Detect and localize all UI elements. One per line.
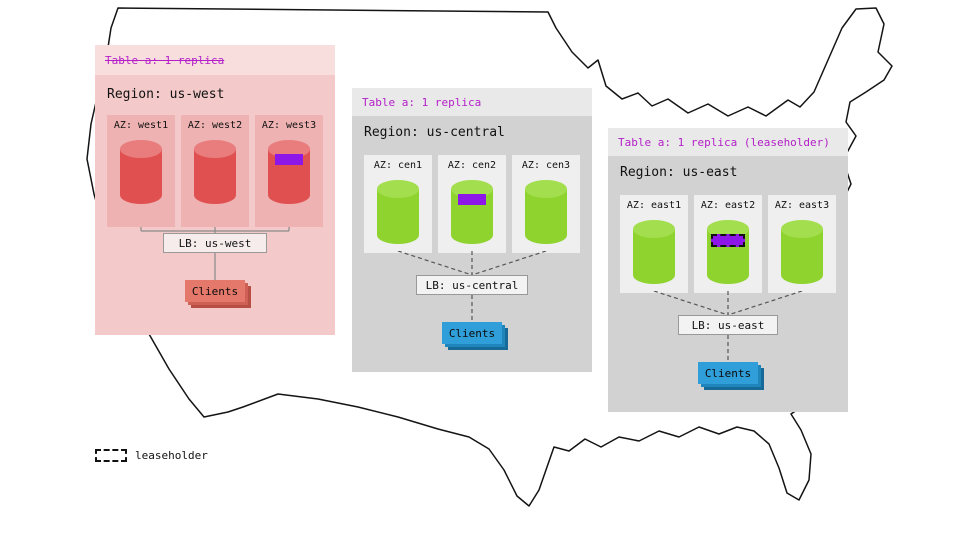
az-box-west2: AZ: west2: [181, 115, 249, 227]
az-label-east2: AZ: east2: [700, 200, 756, 211]
database-cylinder-icon: [781, 220, 823, 284]
az-box-west3: AZ: west3: [255, 115, 323, 227]
az-row-us-east: AZ: east1 AZ: east2: [620, 195, 836, 293]
replica-node-cen1: [375, 178, 421, 248]
legend: leaseholder: [95, 449, 208, 462]
database-cylinder-icon: [633, 220, 675, 284]
database-cylinder-icon: [120, 140, 162, 204]
replica-node-west1: [118, 138, 164, 208]
replica-node-east2: [705, 218, 751, 288]
clients-label: Clients: [191, 284, 239, 298]
region-label-us-east: Region: us-east: [620, 165, 738, 180]
region-panel-us-west: Table a: 1 replica Region: us-west AZ: w…: [95, 45, 335, 335]
table-header-us-west: Table a: 1 replica: [95, 45, 335, 75]
replica-node-cen2: [449, 178, 495, 248]
az-row-us-central: AZ: cen1 AZ: cen2: [364, 155, 580, 253]
region-body-us-west: Region: us-west AZ: west1 AZ: west2: [95, 75, 335, 335]
table-header-us-central: Table a: 1 replica: [352, 88, 592, 116]
replica-range-marker: [458, 194, 486, 205]
load-balancer-us-west: LB: us-west: [163, 233, 267, 253]
clients-label: Clients: [448, 326, 496, 340]
replica-node-cen3: [523, 178, 569, 248]
database-cylinder-icon: [451, 180, 493, 244]
connector-lines-us-west: [140, 227, 290, 280]
region-panel-us-central: Table a: 1 replica Region: us-central AZ…: [352, 88, 592, 372]
replica-node-east3: [779, 218, 825, 288]
database-cylinder-icon: [525, 180, 567, 244]
az-box-cen3: AZ: cen3: [512, 155, 580, 253]
leaseholder-swatch-icon: [95, 449, 127, 462]
az-label-west2: AZ: west2: [187, 120, 243, 131]
replica-node-west2: [192, 138, 238, 208]
az-box-east3: AZ: east3: [768, 195, 836, 293]
az-box-east2: AZ: east2: [694, 195, 762, 293]
region-label-us-west: Region: us-west: [107, 87, 225, 102]
table-label-us-east: Table a: 1 replica (leaseholder): [618, 135, 830, 149]
replica-range-marker: [275, 154, 303, 165]
region-body-us-central: Region: us-central AZ: cen1 AZ: cen2: [352, 116, 592, 372]
region-body-us-east: Region: us-east AZ: east1 AZ: east2: [608, 156, 848, 412]
legend-label: leaseholder: [135, 449, 208, 462]
az-box-cen2: AZ: cen2: [438, 155, 506, 253]
az-label-cen2: AZ: cen2: [447, 160, 497, 171]
az-box-west1: AZ: west1: [107, 115, 175, 227]
region-panel-us-east: Table a: 1 replica (leaseholder) Region:…: [608, 128, 848, 412]
connector-lines-us-central: [397, 251, 547, 322]
table-label-us-central: Table a: 1 replica: [362, 95, 482, 109]
load-balancer-us-central: LB: us-central: [416, 275, 528, 295]
table-label-us-west: Table a: 1 replica: [105, 53, 225, 67]
az-box-east1: AZ: east1: [620, 195, 688, 293]
database-cylinder-icon: [194, 140, 236, 204]
database-cylinder-icon: [377, 180, 419, 244]
clients-label: Clients: [704, 366, 752, 380]
az-box-cen1: AZ: cen1: [364, 155, 432, 253]
az-label-west1: AZ: west1: [113, 120, 169, 131]
replica-node-east1: [631, 218, 677, 288]
az-label-cen1: AZ: cen1: [373, 160, 423, 171]
database-cylinder-icon: [707, 220, 749, 284]
clients-box-us-east: Clients: [698, 362, 758, 384]
table-header-us-east: Table a: 1 replica (leaseholder): [608, 128, 848, 156]
replica-node-west3: [266, 138, 312, 208]
az-label-cen3: AZ: cen3: [521, 160, 571, 171]
az-label-west3: AZ: west3: [261, 120, 317, 131]
clients-box-us-central: Clients: [442, 322, 502, 344]
region-label-us-central: Region: us-central: [364, 125, 505, 140]
leaseholder-marker: [711, 234, 745, 247]
az-label-east3: AZ: east3: [774, 200, 830, 211]
database-cylinder-icon: [268, 140, 310, 204]
connector-lines-us-east: [653, 291, 803, 362]
az-label-east1: AZ: east1: [626, 200, 682, 211]
load-balancer-us-east: LB: us-east: [678, 315, 778, 335]
az-row-us-west: AZ: west1 AZ: west2: [107, 115, 323, 227]
clients-box-us-west: Clients: [185, 280, 245, 302]
